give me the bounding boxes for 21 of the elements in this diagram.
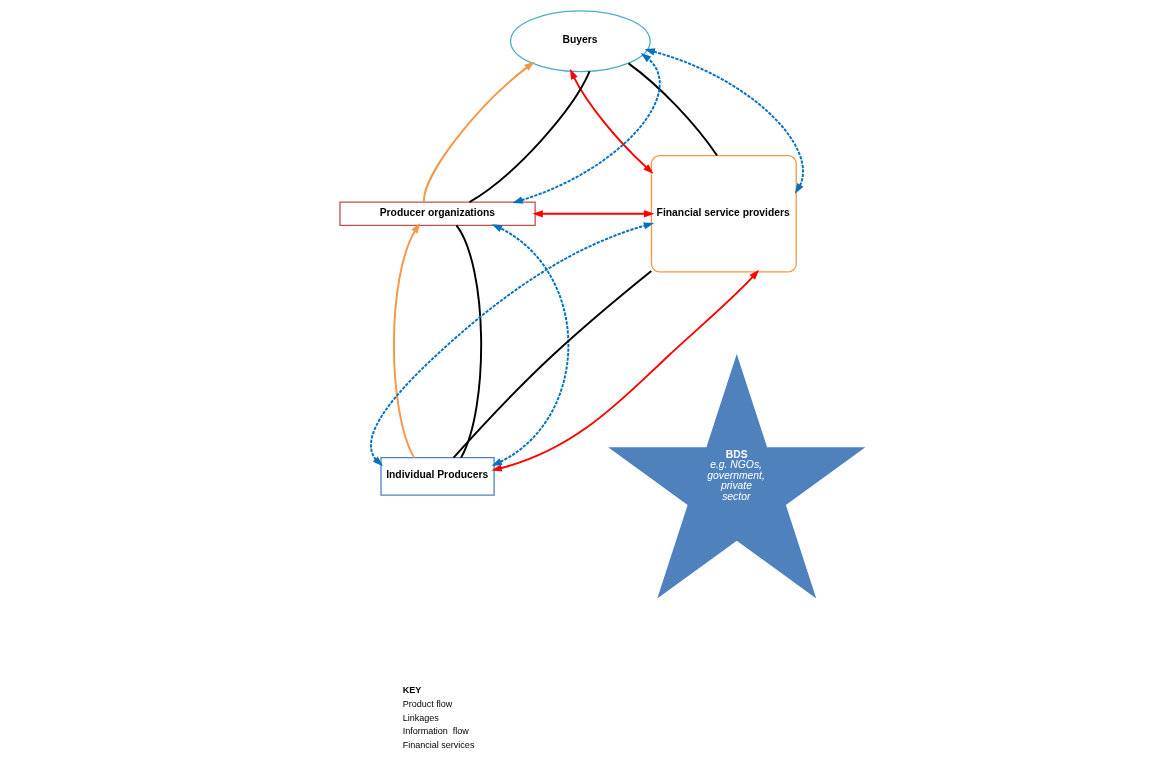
arrow [369, 222, 654, 467]
connector [468, 70, 591, 204]
legend-label: Product flow [402, 699, 452, 710]
node-box: Producer organizations [338, 201, 536, 227]
node-box: Financial service providers [650, 154, 797, 273]
arrow [644, 48, 804, 194]
arrow [422, 61, 535, 203]
node-box: Individual Producers [379, 457, 495, 496]
connector [452, 269, 652, 459]
label: KEY [402, 684, 421, 695]
arrow [490, 269, 759, 472]
legend-label: Information flow [402, 726, 469, 737]
arrow [511, 53, 660, 204]
legend-label: Linkages [402, 712, 439, 723]
arrow [531, 210, 654, 218]
arrow [392, 223, 420, 459]
arrow [569, 68, 653, 174]
legend-label: Financial services [402, 739, 474, 750]
arrow [491, 224, 569, 466]
connector [627, 62, 718, 157]
connector [455, 224, 482, 459]
